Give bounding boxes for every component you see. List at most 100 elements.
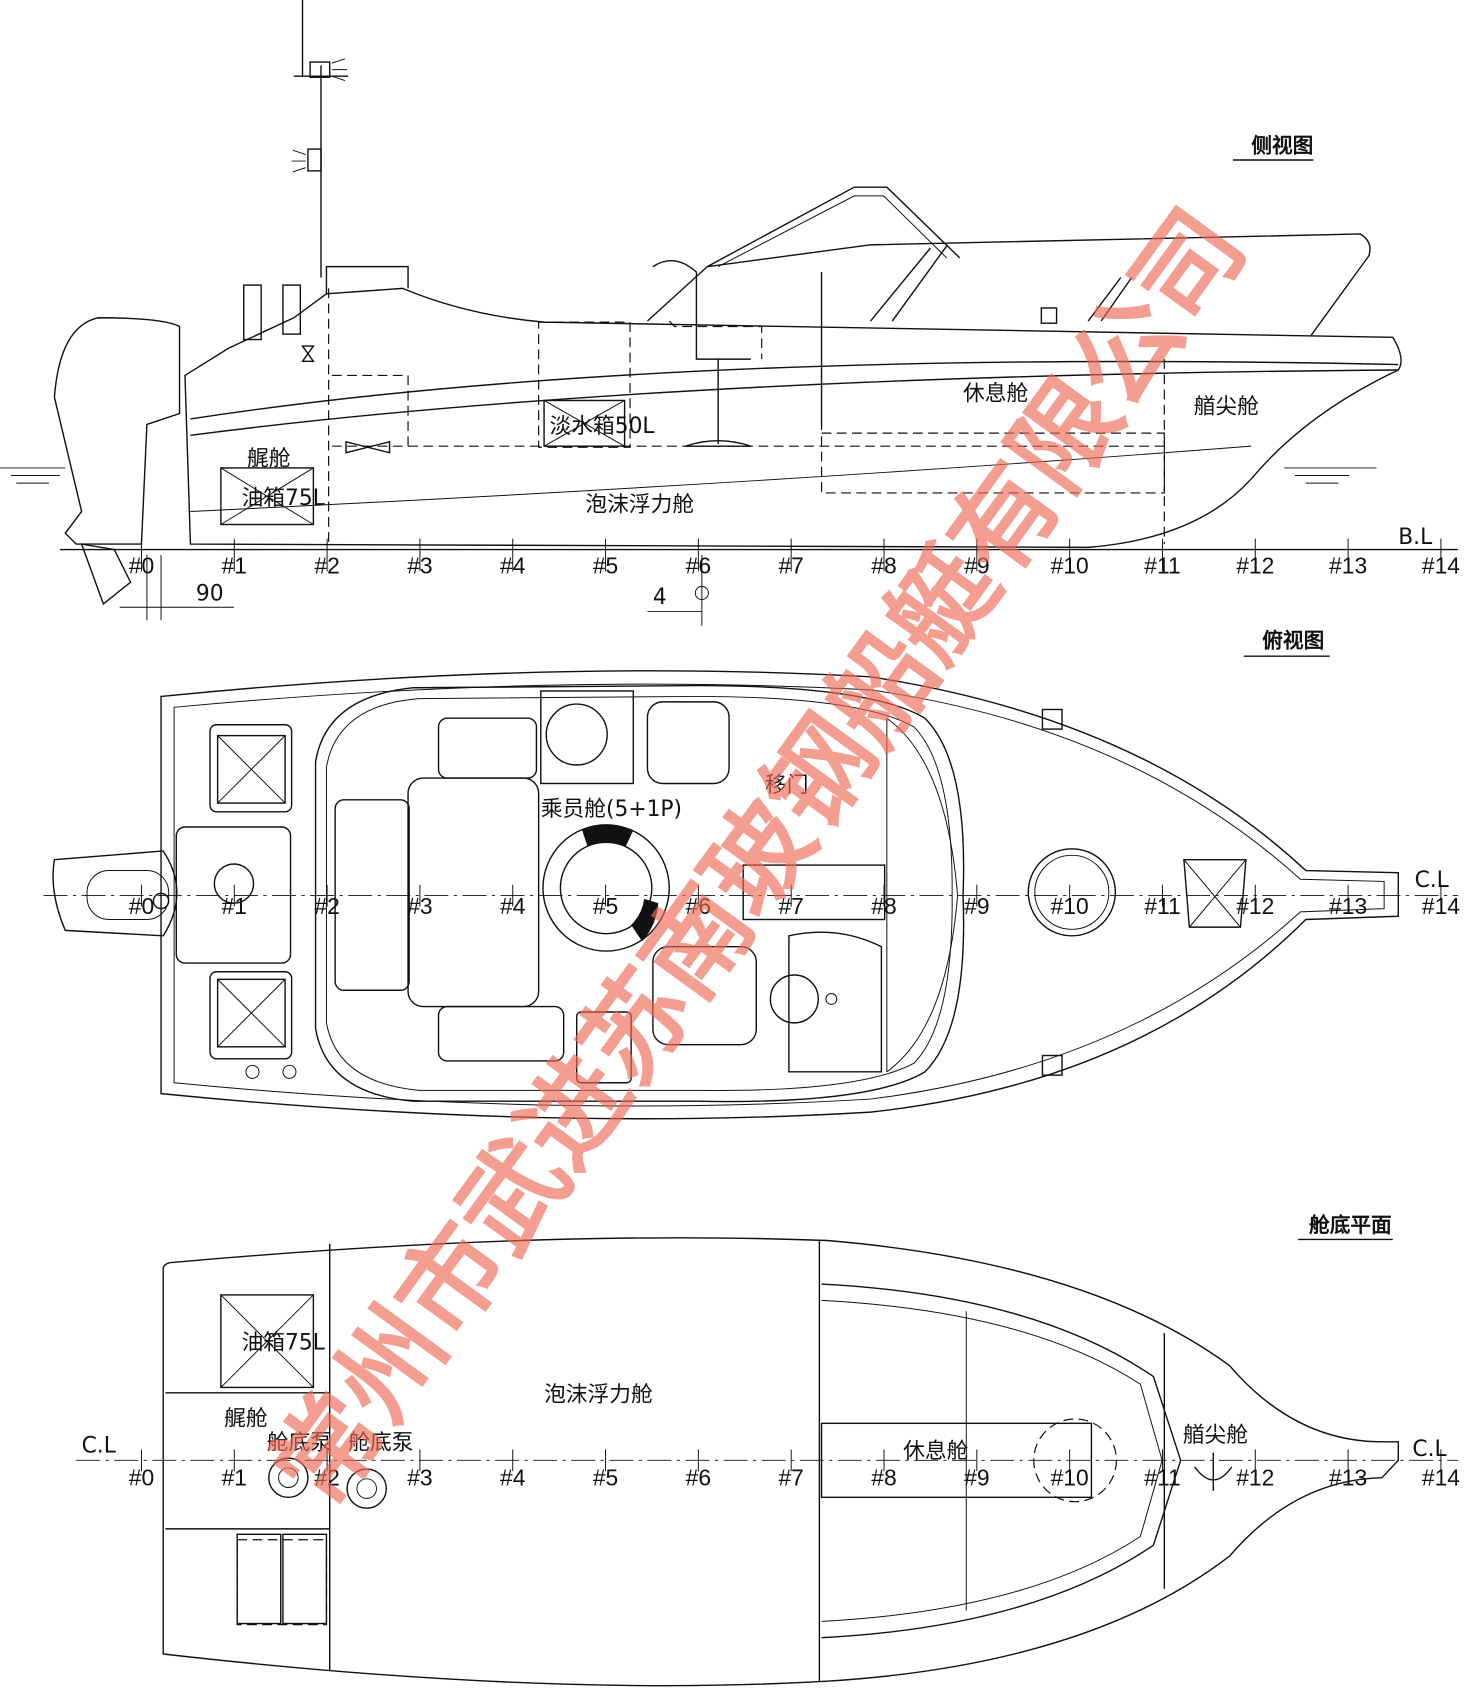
label-rest-cabin: 休息舱 — [903, 1439, 968, 1464]
label-crew-cabin: 乘员舱(5+1P) — [541, 797, 682, 822]
spray-rail — [190, 445, 1252, 512]
station-label: #11 — [1144, 893, 1180, 919]
station-label: #10 — [1051, 893, 1089, 919]
station-label: #3 — [407, 893, 432, 919]
label-rest-cabin: 休息舱 — [963, 381, 1028, 406]
station-label: #2 — [314, 893, 339, 919]
station-label: #3 — [407, 552, 432, 578]
station-label: #4 — [500, 893, 526, 919]
label-fresh-water-tank: 淡水箱50L — [550, 414, 655, 439]
station-label: #0 — [129, 552, 154, 578]
chine-line — [190, 369, 1399, 436]
top-view: 俯视图 — [43, 628, 1460, 1120]
station-label: #7 — [778, 552, 803, 578]
station-label: #6 — [686, 1464, 711, 1490]
label-bow-peak: 艏尖舱 — [1194, 395, 1260, 420]
station-label: #14 — [1422, 1464, 1460, 1490]
station-label: #9 — [964, 1464, 989, 1490]
station-label: #5 — [593, 893, 618, 919]
propeller — [80, 543, 132, 606]
hatch-round — [1027, 848, 1117, 937]
centerline-label: C.L — [1415, 868, 1449, 893]
bottom-station-marks: #0#1#2#3#4#5#6#7#8#9#10#11#12#13#14 — [129, 1449, 1460, 1490]
centerline-label: C.L — [82, 1434, 116, 1459]
station-label: #2 — [314, 552, 339, 578]
station-label: #8 — [871, 893, 896, 919]
station-label: #4 — [500, 1464, 526, 1490]
helm-console — [788, 931, 883, 1073]
station-label: #10 — [1051, 1464, 1089, 1490]
station-label: #9 — [964, 552, 989, 578]
baseline-label: B.L — [1398, 525, 1432, 550]
station-label: #6 — [686, 552, 711, 578]
bilge-pump-icon — [346, 1468, 387, 1509]
bow-features — [1027, 708, 1247, 1076]
label-sliding-door: 移门 — [765, 773, 809, 798]
station-label: #4 — [500, 552, 526, 578]
station-label: #11 — [1144, 552, 1180, 578]
mast — [291, 0, 349, 278]
dimension-text: 90 — [196, 582, 224, 607]
crew-furniture — [334, 690, 959, 1084]
navigation-light — [1041, 708, 1063, 730]
station-label: #9 — [964, 893, 989, 919]
station-label: #8 — [871, 552, 896, 578]
watermark-text: 常州市武进苏南玻钢船艇有限公司 — [249, 188, 1269, 1527]
station-label: #7 — [778, 1464, 803, 1490]
battery-box — [236, 1539, 328, 1626]
station-label: #0 — [129, 1464, 154, 1490]
station-label: #8 — [871, 1464, 896, 1490]
label-bilge-pump: 舱底泵 — [348, 1430, 413, 1455]
label-bow-peak: 艏尖舱 — [1183, 1423, 1248, 1448]
steering-wheel-icon — [769, 974, 819, 1024]
side-station-marks: #0#1#2#3#4#5#6#7#8#9#10#11#12#13#14 — [129, 538, 1460, 578]
station-label: #13 — [1329, 1464, 1367, 1490]
cabin-floor-boundary — [821, 1283, 1182, 1639]
valve-icon — [345, 440, 391, 454]
station-label: #7 — [778, 893, 803, 919]
label-foam-buoyancy: 泡沫浮力舱 — [585, 492, 694, 517]
label-fuel-tank: 油箱75L — [242, 1330, 325, 1355]
top-view-title: 俯视图 — [1262, 628, 1324, 652]
station-label: #10 — [1051, 552, 1089, 578]
bottom-view-title: 舱底平面 — [1309, 1213, 1392, 1237]
station-label: #0 — [129, 893, 154, 919]
dimension-text: 4 — [653, 585, 667, 610]
station-label: #12 — [1236, 552, 1274, 578]
station-label: #5 — [593, 1464, 618, 1490]
label-stern-compartment: 艉舱 — [224, 1406, 268, 1431]
side-view: 侧视图 — [0, 0, 1460, 626]
station-label: #13 — [1329, 552, 1367, 578]
station-label: #5 — [593, 552, 618, 578]
top-station-marks: #0#1#2#3#4#5#6#7#8#9#10#11#12#13#14 — [129, 884, 1460, 919]
navigation-light — [1041, 1054, 1063, 1076]
station-label: #11 — [1144, 1464, 1180, 1490]
dimension-4: 4 — [647, 554, 709, 626]
hull-outline — [184, 287, 1402, 549]
outboard-motor-plan — [52, 850, 178, 937]
station-label: #12 — [1236, 1464, 1274, 1490]
bilge-pump-icon — [268, 1457, 309, 1499]
station-label: #6 — [686, 893, 711, 919]
hull-outline-bottom — [162, 1237, 1399, 1687]
hull-outline-plan — [160, 670, 1399, 1120]
side-view-title: 侧视图 — [1251, 133, 1313, 157]
fuel-tank-box — [220, 1294, 315, 1389]
station-label: #3 — [407, 1464, 432, 1490]
centerline-label: C.L — [1412, 1437, 1446, 1462]
station-label: #14 — [1422, 893, 1460, 919]
cabin-superstructure — [646, 186, 1371, 447]
outboard-motor — [53, 317, 181, 545]
dimension-90: 90 — [119, 554, 234, 621]
label-bilge-pump: 舱底泵 — [267, 1430, 332, 1455]
label-stern-compartment: 艉舱 — [247, 447, 291, 472]
label-fuel-tank: 油箱75L — [242, 486, 325, 511]
valve-icon — [301, 345, 315, 362]
sheer-line — [190, 360, 1399, 420]
station-label: #12 — [1236, 893, 1274, 919]
stern-rail — [325, 265, 409, 294]
vent-pipe — [243, 284, 262, 341]
station-label: #2 — [314, 1464, 339, 1490]
compartments — [220, 288, 1165, 545]
